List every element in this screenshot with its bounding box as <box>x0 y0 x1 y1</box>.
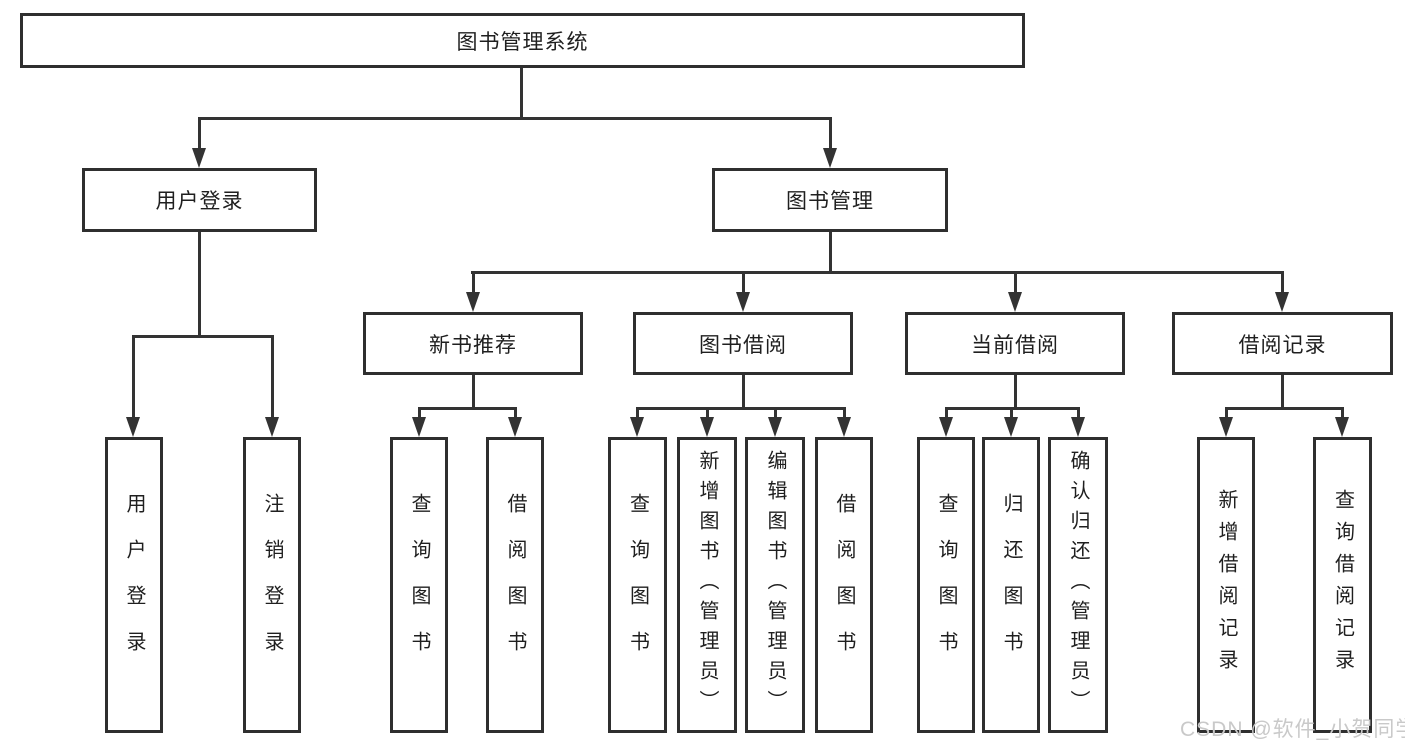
connector <box>1010 407 1013 420</box>
arrow-down-icon <box>823 148 837 168</box>
connector <box>742 271 745 295</box>
connector <box>1341 407 1344 420</box>
connector <box>1077 407 1080 420</box>
connector <box>945 407 948 420</box>
arrow-down-icon <box>1008 292 1022 312</box>
connector <box>1225 407 1228 420</box>
node-borrow-records: 借阅记录 <box>1172 312 1393 375</box>
leaf-borrow-book-label: 借阅图书 <box>833 493 855 677</box>
node-book-borrow-label: 图书借阅 <box>699 333 787 357</box>
leaf-logout: 注销登录 <box>243 437 301 733</box>
node-new-book: 新书推荐 <box>363 312 583 375</box>
leaf-borrow-add-label: 新增图书（管理员） <box>696 450 718 720</box>
node-user-login: 用户登录 <box>82 168 317 232</box>
node-user-login-label: 用户登录 <box>155 190 244 213</box>
leaf-borrow-query-label: 查询图书 <box>626 493 649 677</box>
arrow-down-icon <box>1275 292 1289 312</box>
connector <box>418 407 421 420</box>
csdn-watermark: CSDN @软件_小贺同学 <box>1180 718 1405 741</box>
arrow-down-icon <box>126 417 140 437</box>
connector <box>1281 375 1284 409</box>
node-book-borrow: 图书借阅 <box>633 312 853 375</box>
arrow-down-icon <box>700 417 714 437</box>
connector <box>132 335 274 338</box>
node-root: 图书管理系统 <box>20 13 1025 68</box>
connector <box>829 232 832 273</box>
connector <box>471 271 1283 274</box>
leaf-borrow-add: 新增图书（管理员） <box>677 437 737 733</box>
leaf-user-login: 用户登录 <box>105 437 163 733</box>
arrow-down-icon <box>1219 417 1233 437</box>
arrow-down-icon <box>466 292 480 312</box>
connector <box>636 407 639 420</box>
arrow-down-icon <box>630 417 644 437</box>
arrow-down-icon <box>939 417 953 437</box>
connector <box>514 407 517 420</box>
node-new-book-label: 新书推荐 <box>429 333 517 357</box>
connector <box>132 335 135 420</box>
node-book-mgmt: 图书管理 <box>712 168 948 232</box>
arrow-down-icon <box>265 417 279 437</box>
arrow-down-icon <box>1335 417 1349 437</box>
connector <box>520 68 523 118</box>
arrow-down-icon <box>508 417 522 437</box>
connector <box>706 407 709 420</box>
connector <box>198 232 201 337</box>
leaf-newbook-query: 查询图书 <box>390 437 448 733</box>
leaf-records-add-label: 新增借阅记录 <box>1215 489 1237 681</box>
connector <box>1281 271 1284 295</box>
leaf-borrow-query: 查询图书 <box>608 437 667 733</box>
node-book-mgmt-label: 图书管理 <box>786 190 874 213</box>
connector <box>1014 375 1017 409</box>
leaf-borrow-book: 借阅图书 <box>815 437 873 733</box>
leaf-current-confirm-label: 确认归还（管理员） <box>1067 450 1089 720</box>
leaf-current-confirm: 确认归还（管理员） <box>1048 437 1108 733</box>
connector <box>418 407 517 410</box>
arrow-down-icon <box>192 148 206 168</box>
connector <box>742 375 745 409</box>
leaf-records-query-label: 查询借阅记录 <box>1331 489 1354 681</box>
node-borrow-records-label: 借阅记录 <box>1238 333 1327 357</box>
arrow-down-icon <box>837 417 851 437</box>
connector <box>843 407 846 420</box>
connector <box>472 271 475 295</box>
node-current-borrow: 当前借阅 <box>905 312 1125 375</box>
arrow-down-icon <box>412 417 426 437</box>
arrow-down-icon <box>736 292 750 312</box>
leaf-newbook-borrow-label: 借阅图书 <box>504 493 526 677</box>
leaf-borrow-edit: 编辑图书（管理员） <box>745 437 805 733</box>
leaf-current-return: 归还图书 <box>982 437 1040 733</box>
leaf-newbook-query-label: 查询图书 <box>408 493 430 677</box>
connector <box>636 407 846 410</box>
leaf-records-query: 查询借阅记录 <box>1313 437 1372 733</box>
connector <box>829 117 832 150</box>
leaf-records-add: 新增借阅记录 <box>1197 437 1255 733</box>
connector <box>271 335 274 420</box>
connector <box>472 375 475 409</box>
arrow-down-icon <box>1004 417 1018 437</box>
leaf-current-query: 查询图书 <box>917 437 975 733</box>
arrow-down-icon <box>768 417 782 437</box>
leaf-newbook-borrow: 借阅图书 <box>486 437 544 733</box>
connector <box>1225 407 1344 410</box>
leaf-borrow-edit-label: 编辑图书（管理员） <box>764 450 786 720</box>
arrow-down-icon <box>1071 417 1085 437</box>
node-root-label: 图书管理系统 <box>456 30 589 54</box>
leaf-current-query-label: 查询图书 <box>935 493 957 677</box>
connector <box>1014 271 1017 295</box>
connector <box>774 407 777 420</box>
leaf-logout-label: 注销登录 <box>261 493 283 677</box>
connector <box>198 117 201 150</box>
connector <box>198 117 832 120</box>
node-current-borrow-label: 当前借阅 <box>971 333 1059 357</box>
leaf-user-login-label: 用户登录 <box>123 493 145 677</box>
leaf-current-return-label: 归还图书 <box>1000 493 1022 677</box>
